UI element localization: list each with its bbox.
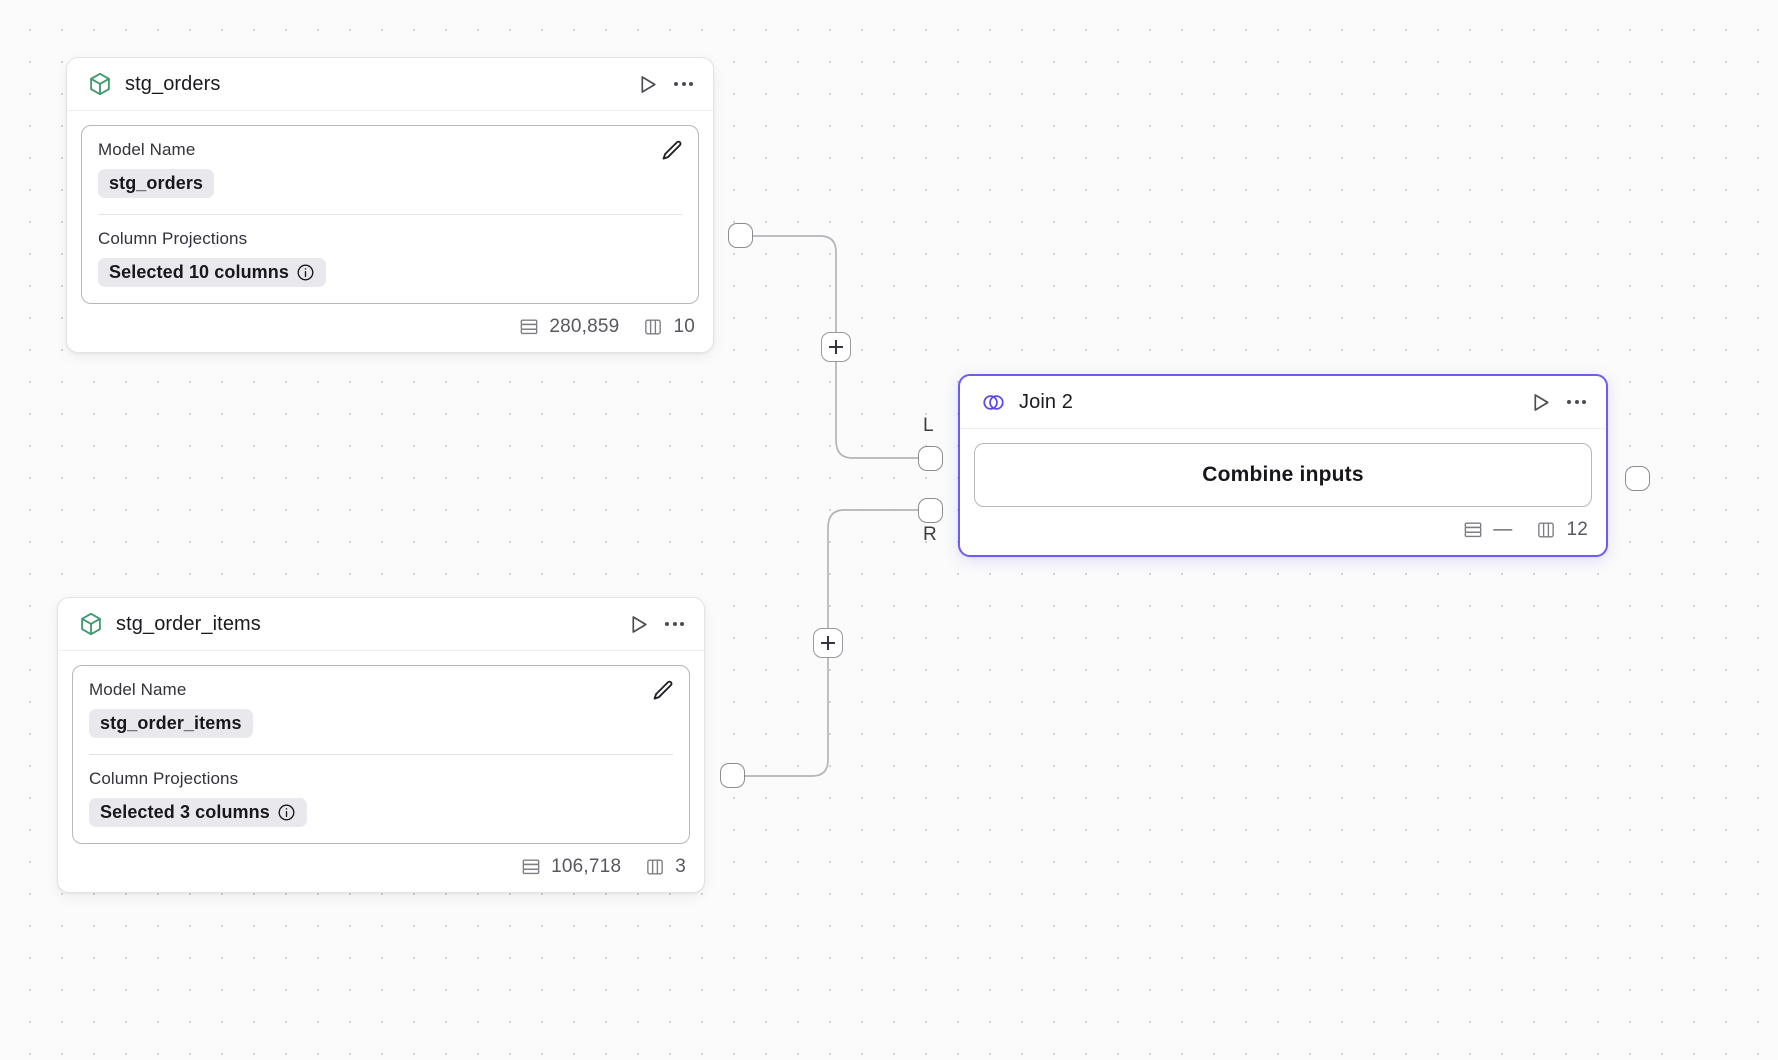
input-port-left-label: L (923, 415, 934, 436)
venn-icon (980, 389, 1007, 416)
rows-icon (1462, 519, 1484, 541)
input-port-right-label: R (923, 524, 938, 545)
pencil-icon[interactable] (659, 138, 685, 164)
node-stg-orders[interactable]: stg_orders Model Name stg_orders (66, 57, 714, 353)
cube-icon (87, 71, 113, 97)
pencil-icon[interactable] (650, 678, 676, 704)
model-name-label: Model Name (98, 140, 196, 159)
column-projections-label: Column Projections (98, 229, 248, 248)
add-node-on-edge-button-right[interactable] (813, 628, 843, 658)
output-port-join-2[interactable] (1625, 466, 1650, 491)
combine-inputs-button[interactable]: Combine inputs (974, 443, 1592, 507)
row-count-stat: 280,859 (518, 316, 619, 338)
row-count-value: — (1493, 519, 1513, 540)
output-port-stg-orders[interactable] (728, 223, 753, 248)
row-count-value: 280,859 (549, 316, 620, 337)
property-card: Model Name stg_order_items Column Projec… (72, 665, 690, 844)
rows-icon (518, 316, 540, 338)
column-count-value: 12 (1566, 519, 1588, 540)
divider (98, 214, 682, 215)
column-count-stat: 3 (644, 856, 686, 878)
kebab-menu-icon[interactable] (663, 616, 686, 632)
kebab-menu-icon[interactable] (672, 76, 695, 92)
node-title: stg_orders (125, 72, 221, 95)
node-stg-order-items[interactable]: stg_order_items Model Name stg_ord (57, 597, 705, 893)
row-count-stat: 106,718 (520, 856, 621, 878)
row-count-value: 106,718 (551, 856, 622, 877)
kebab-menu-icon[interactable] (1565, 394, 1588, 410)
column-count-stat: 10 (642, 316, 695, 338)
output-port-stg-order-items[interactable] (720, 763, 745, 788)
info-icon[interactable] (277, 803, 296, 822)
play-icon[interactable] (635, 72, 660, 97)
node-stats: 106,718 3 (58, 844, 704, 892)
play-icon[interactable] (1528, 390, 1553, 415)
model-name-value[interactable]: stg_orders (98, 169, 215, 198)
node-header: stg_order_items (58, 598, 704, 651)
model-name-label: Model Name (89, 680, 187, 699)
model-name-value[interactable]: stg_order_items (89, 709, 253, 738)
column-projections-value[interactable]: Selected 10 columns (98, 258, 326, 287)
column-count-value: 3 (675, 856, 686, 877)
divider (89, 754, 673, 755)
node-body: Model Name stg_orders Column Projections… (67, 111, 713, 304)
node-join-2[interactable]: Join 2 Combine inputs (958, 374, 1608, 557)
node-title: stg_order_items (116, 612, 261, 635)
node-stats: — 12 (960, 507, 1606, 555)
cube-icon (78, 611, 104, 637)
columns-icon (1535, 519, 1557, 541)
add-node-on-edge-button-left[interactable] (821, 332, 851, 362)
columns-icon (642, 316, 664, 338)
node-header: stg_orders (67, 58, 713, 111)
node-body: Model Name stg_order_items Column Projec… (58, 651, 704, 844)
node-body: Combine inputs (960, 429, 1606, 507)
input-port-join-left[interactable] (918, 446, 943, 471)
node-header: Join 2 (960, 376, 1606, 429)
info-icon[interactable] (296, 263, 315, 282)
property-card: Model Name stg_orders Column Projections… (81, 125, 699, 304)
column-count-value: 10 (673, 316, 695, 337)
input-port-join-right[interactable] (918, 498, 943, 523)
node-title: Join 2 (1019, 390, 1073, 413)
row-count-stat: — (1462, 519, 1512, 541)
node-stats: 280,859 10 (67, 304, 713, 352)
columns-icon (644, 856, 666, 878)
column-projections-label: Column Projections (89, 769, 239, 788)
rows-icon (520, 856, 542, 878)
column-projections-value[interactable]: Selected 3 columns (89, 798, 307, 827)
column-count-stat: 12 (1535, 519, 1588, 541)
play-icon[interactable] (626, 612, 651, 637)
